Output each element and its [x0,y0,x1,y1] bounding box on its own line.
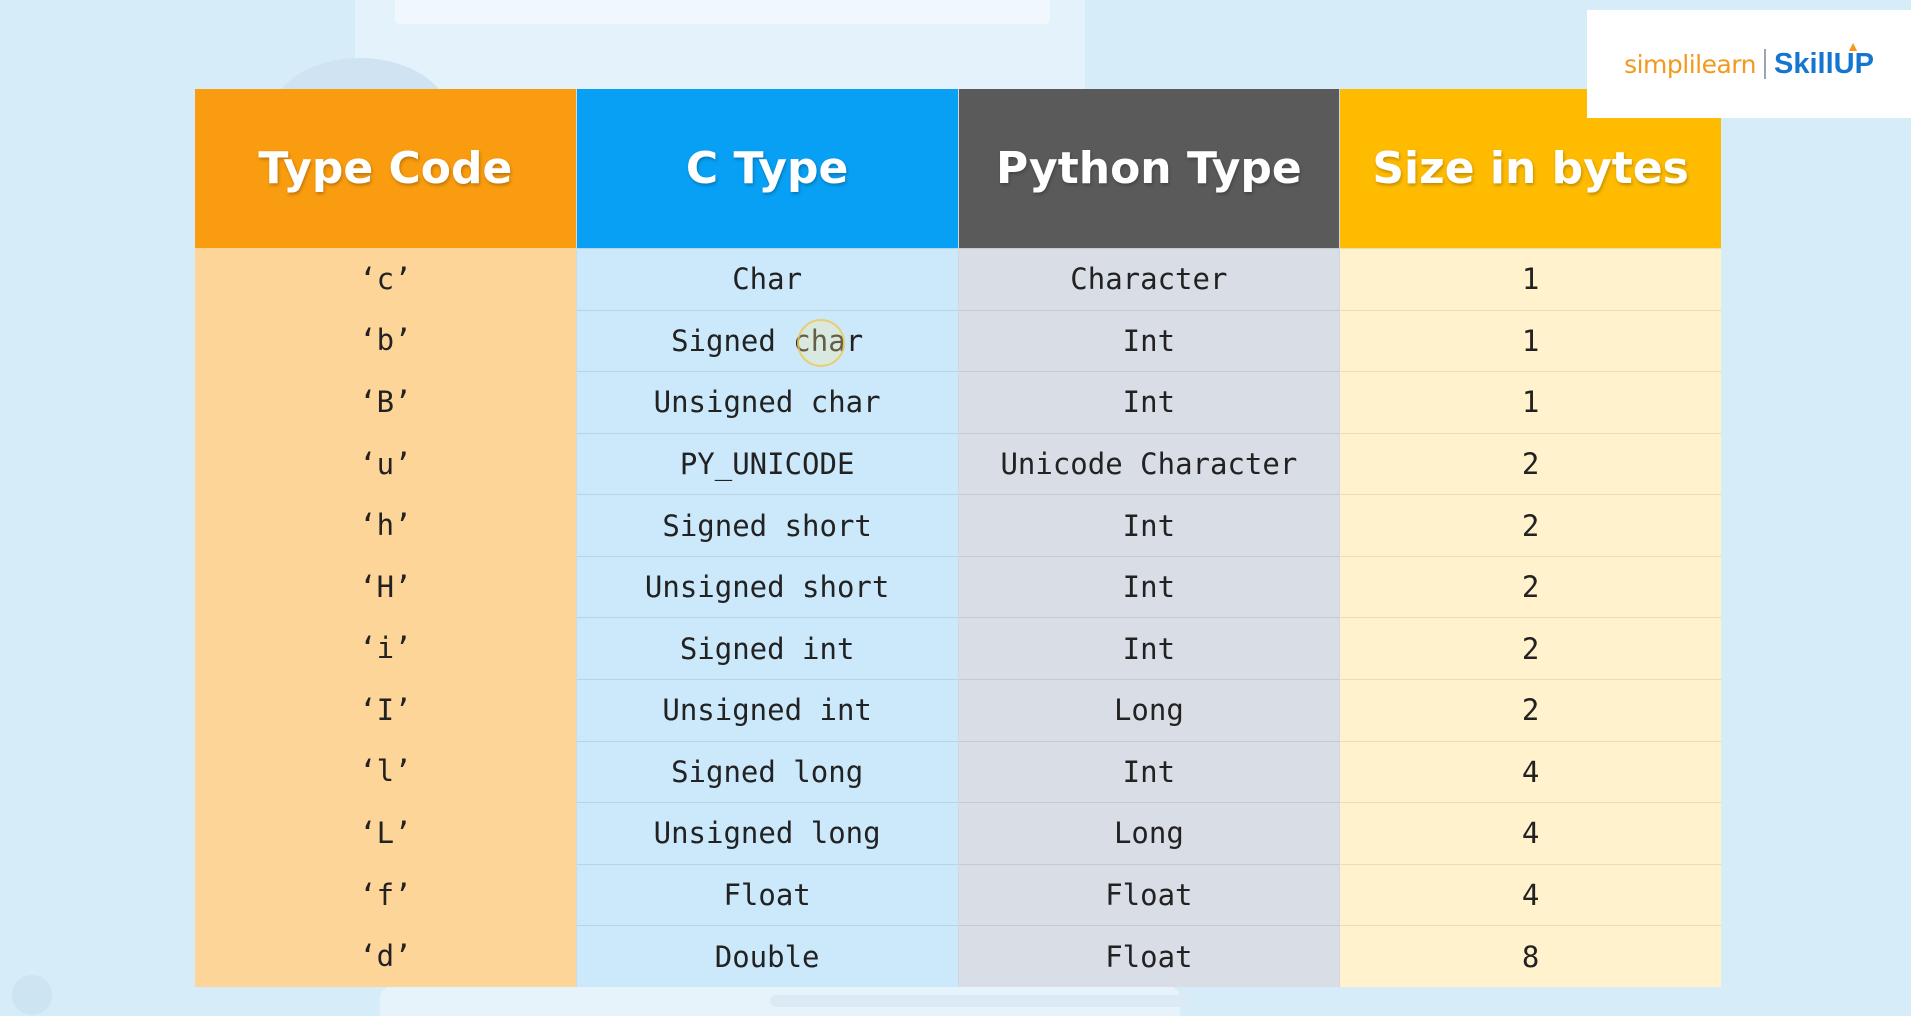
brand-logo: simplilearn SkillUP ▲ [1587,10,1911,118]
cell-c-type: Float [576,863,958,926]
cell-python-type: Unicode Character [958,432,1340,495]
cell-type-code: ‘h’ [359,508,412,543]
cell-size: 2 [1340,432,1721,495]
skillup-text: SkillUP [1773,47,1874,80]
cell-type-code: ‘H’ [359,569,412,604]
cell-c-type: Unsigned long [576,802,958,864]
cell-python-type: Int [958,555,1340,618]
cell-type-code: ‘I’ [359,692,412,727]
column-c-type: C Type Char Signed char Unsigned char PY… [575,89,958,987]
cell-python-type: Int [958,617,1340,679]
cell-c-type: Char [576,248,958,310]
cell-c-type: Unsigned char [576,371,958,433]
column-body: ‘c’ ‘b’ ‘B’ ‘u’ ‘h’ ‘H’ ‘i’ ‘I’ ‘l’ ‘L’ … [195,248,576,987]
cell-size: 1 [1340,371,1721,433]
cell-size: 8 [1340,925,1721,987]
cell-python-type: Long [958,679,1340,741]
cell-python-type: Int [958,740,1340,803]
cell-type-code: ‘d’ [359,939,412,974]
cell-python-type: Int [958,371,1340,433]
cell-size: 1 [1340,248,1721,310]
cell-python-type: Float [958,863,1340,926]
mouse-cursor-highlight [797,318,846,367]
column-body: 1 1 1 2 2 2 2 2 4 4 4 8 [1340,248,1721,987]
column-python-type: Python Type Character Int Int Unicode Ch… [957,89,1340,987]
cell-c-type: Signed short [576,494,958,556]
cell-type-code: ‘l’ [359,754,412,789]
cell-type-code: ‘B’ [359,384,412,419]
cell-size: 2 [1340,617,1721,679]
arrow-up-icon: ▲ [1846,37,1860,54]
background-bottom-bar [770,995,1190,1007]
cell-python-type: Int [958,309,1340,372]
header-type-code: Type Code [195,89,576,248]
column-size-in-bytes: Size in bytes 1 1 1 2 2 2 2 2 4 4 4 8 [1339,89,1721,987]
cell-c-type: PY_UNICODE [576,432,958,495]
cell-type-code: ‘u’ [359,446,412,481]
cell-c-type: Signed long [576,740,958,803]
cell-type-code: ‘i’ [359,631,412,666]
cell-size: 4 [1340,802,1721,864]
column-type-code: Type Code ‘c’ ‘b’ ‘B’ ‘u’ ‘h’ ‘H’ ‘i’ ‘I… [195,89,576,987]
cell-c-type: Unsigned int [576,679,958,741]
cell-size: 4 [1340,863,1721,926]
cell-python-type: Float [958,925,1340,987]
background-card-inner [395,0,1050,24]
cell-c-type: Double [576,925,958,987]
column-body: Character Int Int Unicode Character Int … [958,248,1340,987]
cell-c-type: Signed char [576,309,958,372]
cell-c-type: Signed int [576,617,958,679]
logo-divider [1763,49,1766,79]
cell-size: 2 [1340,555,1721,618]
cell-python-type: Int [958,494,1340,556]
cell-python-type: Character [958,248,1340,310]
cell-size: 2 [1340,494,1721,556]
cell-size: 4 [1340,740,1721,803]
cell-c-type: Unsigned short [576,555,958,618]
cell-python-type: Long [958,802,1340,864]
cell-type-code: ‘f’ [359,877,412,912]
skillup-wordmark: SkillUP ▲ [1773,38,1874,81]
header-c-type: C Type [576,89,958,248]
column-body: Char Signed char Unsigned char PY_UNICOD… [576,248,958,987]
cell-type-code: ‘b’ [359,323,412,358]
cell-size: 2 [1340,679,1721,741]
simplilearn-wordmark: simplilearn [1624,49,1756,79]
cell-size: 1 [1340,309,1721,372]
header-size-in-bytes: Size in bytes [1340,89,1721,248]
header-python-type: Python Type [958,89,1340,248]
cell-type-code: ‘c’ [359,261,412,296]
cell-type-code: ‘L’ [359,815,412,850]
background-dot [12,975,52,1015]
type-code-table: Type Code ‘c’ ‘b’ ‘B’ ‘u’ ‘h’ ‘H’ ‘i’ ‘I… [195,89,1721,987]
